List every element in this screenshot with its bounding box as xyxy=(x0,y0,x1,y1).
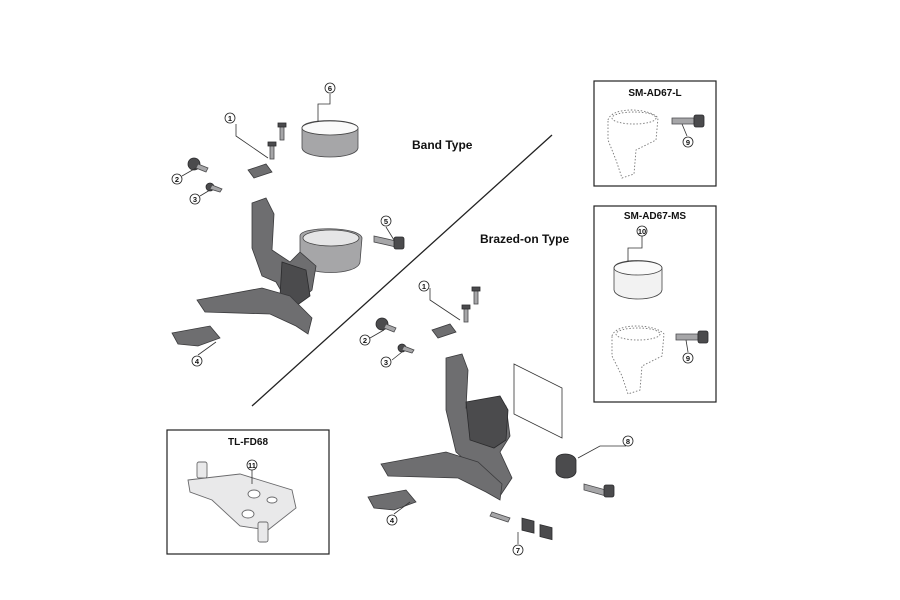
band-leader-2 xyxy=(181,167,197,177)
band-leader-3 xyxy=(199,189,211,197)
band-callout-5: 5 xyxy=(380,215,392,227)
tl-fd68-tool-shaft xyxy=(257,521,269,543)
sm-ad67-l-bolt xyxy=(671,114,705,128)
sm-ad67-ms-callout-9: 9 xyxy=(682,352,694,364)
sm-ad67-ms-leader-10 xyxy=(627,236,643,262)
band-chain-cage xyxy=(196,287,313,335)
band-leader-6 xyxy=(317,94,331,122)
band-part-1-screws xyxy=(247,122,287,179)
svg-text:9: 9 xyxy=(686,354,690,363)
brazed-callout-1: 1 xyxy=(418,280,430,292)
sm-ad67-ms-box: SM-AD67-MS 10 9 xyxy=(593,205,717,403)
brazed-part-1-screws xyxy=(431,286,481,339)
brazed-part-2-screw xyxy=(375,317,397,333)
tl-fd68-title: TL-FD68 xyxy=(228,437,268,448)
brazed-callout-8: 8 xyxy=(622,435,634,447)
sm-ad67-ms-callout-10: 10 xyxy=(636,225,648,237)
sm-ad67-ms-bolt xyxy=(675,330,709,344)
svg-text:2: 2 xyxy=(175,175,179,184)
band-part-2-screw xyxy=(187,157,209,173)
brazed-part-7 xyxy=(489,363,563,541)
brazed-leader-4 xyxy=(393,501,411,515)
band-clamp-opening xyxy=(302,229,360,247)
band-callout-4: 4 xyxy=(191,355,203,367)
band-part-3-screw xyxy=(205,182,223,193)
tl-fd68-box: TL-FD68 11 xyxy=(166,429,330,555)
section-divider-line xyxy=(251,134,553,407)
band-type-assembly: 1 2 3 4 5 6 xyxy=(171,82,405,367)
svg-text:11: 11 xyxy=(248,461,256,470)
sm-ad67-ms-adapter xyxy=(611,325,665,395)
svg-text:4: 4 xyxy=(390,516,395,525)
brazed-derailleur-mount xyxy=(465,395,509,449)
brazed-leader-8 xyxy=(577,445,626,459)
tl-fd68-callout-11: 11 xyxy=(246,459,258,471)
band-part-5-bolt xyxy=(373,235,405,250)
brazed-leader-1 xyxy=(429,288,461,321)
brazed-on-type-label: Brazed-on Type xyxy=(480,232,569,246)
band-callout-6: 6 xyxy=(324,82,336,94)
sm-ad67-l-callout-9: 9 xyxy=(682,136,694,148)
svg-text:6: 6 xyxy=(328,84,332,93)
sm-ad67-l-adapter xyxy=(607,109,659,179)
svg-text:3: 3 xyxy=(384,358,388,367)
sm-ad67-l-title: SM-AD67-L xyxy=(628,88,681,99)
brazed-leader-3 xyxy=(391,351,403,361)
svg-text:1: 1 xyxy=(422,282,426,291)
band-callout-1: 1 xyxy=(224,112,236,124)
tl-fd68-tool-post xyxy=(196,461,208,479)
brazed-leader-2 xyxy=(369,329,385,339)
brazed-callout-2: 2 xyxy=(359,334,371,346)
brazed-callout-7: 7 xyxy=(512,544,524,556)
band-part-4-pad xyxy=(171,325,221,347)
band-leader-5 xyxy=(385,226,395,241)
svg-text:10: 10 xyxy=(638,227,646,236)
svg-text:7: 7 xyxy=(516,546,520,555)
svg-text:1: 1 xyxy=(228,114,232,123)
brazed-part-8 xyxy=(555,453,615,498)
band-callout-2: 2 xyxy=(171,173,183,185)
sm-ad67-ms-leader-9 xyxy=(685,339,689,353)
brazed-part-3-screw xyxy=(397,343,415,354)
svg-text:8: 8 xyxy=(626,437,630,446)
band-leader-4 xyxy=(197,341,217,356)
brazed-on-assembly: 1 2 3 4 7 8 xyxy=(359,280,634,556)
svg-text:3: 3 xyxy=(193,195,197,204)
band-callout-3: 3 xyxy=(189,193,201,205)
brazed-callout-3: 3 xyxy=(380,356,392,368)
sm-ad67-ms-title: SM-AD67-MS xyxy=(624,211,687,222)
band-type-label: Band Type xyxy=(412,138,473,152)
band-part-6-shim-top xyxy=(301,120,359,136)
svg-text:5: 5 xyxy=(384,217,388,226)
brazed-chain-cage xyxy=(380,451,503,501)
brazed-part-4-pad xyxy=(367,489,417,511)
svg-text:9: 9 xyxy=(686,138,690,147)
brazed-callout-4: 4 xyxy=(386,514,398,526)
sm-ad67-l-leader-9 xyxy=(681,123,688,137)
svg-text:2: 2 xyxy=(363,336,367,345)
sm-ad67-l-box: SM-AD67-L 9 xyxy=(593,80,717,187)
svg-text:4: 4 xyxy=(195,357,200,366)
band-leader-1 xyxy=(235,124,269,159)
